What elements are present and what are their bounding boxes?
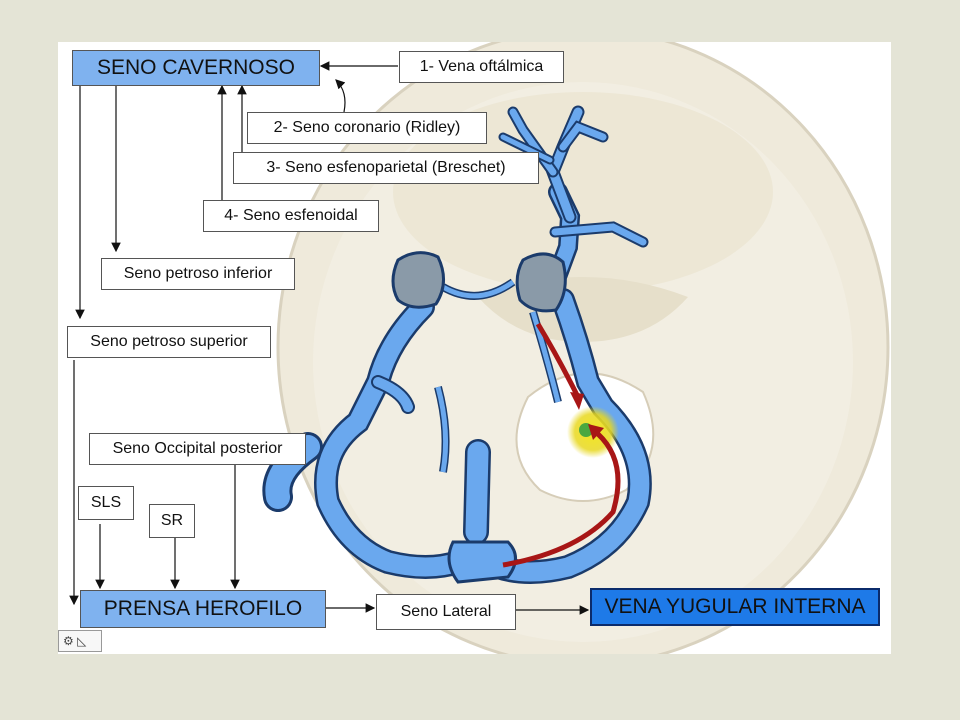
box-vena-yugular-interna: VENA YUGULAR INTERNA [590, 588, 880, 626]
box-seno-occipital-posterior: Seno Occipital posterior [89, 433, 306, 465]
box-seno-petroso-superior: Seno petroso superior [67, 326, 271, 358]
box-seno-esfenoparietal: 3- Seno esfenoparietal (Breschet) [233, 152, 539, 184]
drainage-arrow-inferior-petrosal [535, 322, 581, 399]
box-seno-esfenoidal: 4- Seno esfenoidal [203, 200, 379, 232]
slide: SENO CAVERNOSO PRENSA HEROFILO VENA YUGU… [58, 42, 891, 654]
right-cavernous-sinus [515, 252, 567, 313]
player-control-icon[interactable]: ⚙ ◺ [58, 630, 102, 652]
box-seno-cavernoso: SENO CAVERNOSO [72, 50, 320, 86]
box-seno-petroso-inferior: Seno petroso inferior [101, 258, 295, 290]
box-seno-coronario: 2- Seno coronario (Ridley) [247, 112, 487, 144]
drainage-arrow-lateral [502, 432, 621, 568]
box-sr: SR [149, 504, 195, 538]
box-seno-lateral: Seno Lateral [376, 594, 516, 630]
left-cavernous-sinus [391, 251, 445, 309]
skull-base-illustration [262, 42, 890, 654]
box-vena-oftalmica: 1- Vena oftálmica [399, 51, 564, 83]
anterior-fossa [393, 92, 773, 292]
box-sls: SLS [78, 486, 134, 520]
confluence-of-sinuses [447, 540, 517, 584]
box-prensa-herofilo: PRENSA HEROFILO [80, 590, 326, 628]
